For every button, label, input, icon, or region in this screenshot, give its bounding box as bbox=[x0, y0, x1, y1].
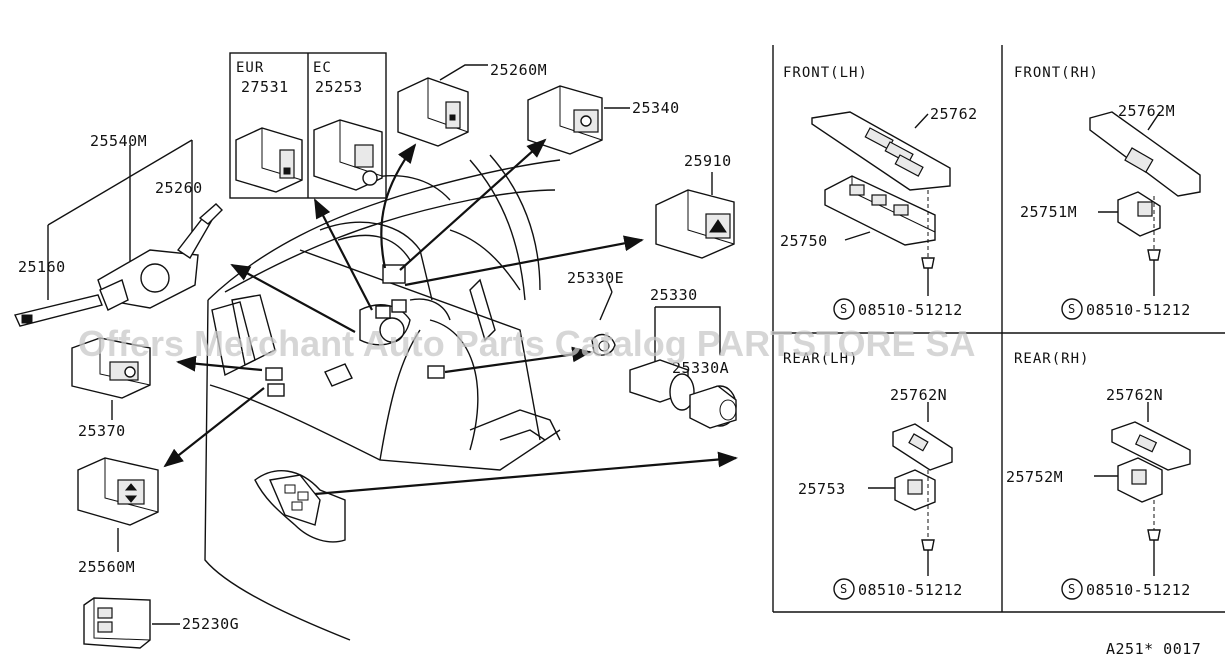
part-rl-screw-label: 08510-51212 bbox=[858, 581, 963, 599]
part-25762-label: 25762 bbox=[930, 105, 978, 123]
part-fl-screw-label: 08510-51212 bbox=[858, 301, 963, 319]
screw-symbol-rr: S bbox=[1068, 582, 1075, 596]
switch-25910: 25910 bbox=[655, 152, 735, 259]
panel-front-rh-title: FRONT(RH) bbox=[1014, 65, 1099, 81]
panel-rear-lh-title: REAR(LH) bbox=[783, 351, 858, 367]
part-25910-label: 25910 bbox=[684, 152, 732, 170]
front-rh-assembly: 25762M 25751M S 08510-51212 bbox=[1020, 102, 1201, 320]
part-25340-label: 25340 bbox=[632, 99, 680, 117]
rear-lh-assembly: 25762N 25753 S 08510-51212 bbox=[798, 386, 963, 600]
relay-25230g: 25230G bbox=[83, 597, 239, 649]
part-27531-label: 27531 bbox=[241, 78, 289, 96]
inset-ec-label: EC bbox=[313, 60, 332, 76]
part-25762n-rr-label: 25762N bbox=[1106, 386, 1163, 404]
part-25370-label: 25370 bbox=[78, 422, 126, 440]
inset-eur-ec: EUR EC 27531 25253 bbox=[229, 52, 387, 199]
part-25160-label: 25160 bbox=[18, 258, 66, 276]
part-25752m-label: 25752M bbox=[1006, 468, 1063, 486]
panel-front-lh-title: FRONT(LH) bbox=[783, 65, 868, 81]
inset-eur-label: EUR bbox=[236, 60, 264, 76]
screw-symbol-fr: S bbox=[1068, 302, 1075, 316]
front-lh-assembly: 25762 25750 S 08510-51212 bbox=[780, 105, 978, 320]
part-25540m-label: 25540M bbox=[90, 132, 147, 150]
part-25230g-label: 25230G bbox=[182, 615, 239, 633]
part-25330-label: 25330 bbox=[650, 286, 698, 304]
part-25750-label: 25750 bbox=[780, 232, 828, 250]
switch-25260m: 25260M bbox=[397, 61, 547, 147]
part-25762m-label: 25762M bbox=[1118, 102, 1175, 120]
part-rr-screw-label: 08510-51212 bbox=[1086, 581, 1191, 599]
part-25253-label: 25253 bbox=[315, 78, 363, 96]
switch-25340: 25340 bbox=[527, 85, 680, 155]
watermark-text: Offers Merchant Auto Parts Catalog PARTS… bbox=[78, 323, 975, 364]
part-25753-label: 25753 bbox=[798, 480, 846, 498]
screw-symbol-rl: S bbox=[840, 582, 847, 596]
rear-rh-assembly: 25762N 25752M S 08510-51212 bbox=[1006, 386, 1191, 600]
part-25330e-label: 25330E bbox=[567, 269, 624, 287]
sheet-code: A251* 0017 bbox=[1106, 640, 1201, 658]
part-25330a-label: 25330A bbox=[672, 359, 729, 377]
leader-arrows bbox=[163, 138, 738, 496]
cigarette-lighter: 25330E 25330 25330A bbox=[567, 269, 737, 429]
combination-switch: 25540M 25260 25160 bbox=[14, 132, 223, 327]
window-switch-panels: FRONT(LH) FRONT(RH) REAR(LH) REAR(RH) 25… bbox=[772, 45, 1225, 613]
panel-rear-rh-title: REAR(RH) bbox=[1014, 351, 1089, 367]
part-25560m-label: 25560M bbox=[78, 558, 135, 576]
part-25762n-rl-label: 25762N bbox=[890, 386, 947, 404]
part-25260-label: 25260 bbox=[155, 179, 203, 197]
switch-25560m: 25560M bbox=[77, 457, 159, 576]
switch-25370: 25370 bbox=[71, 337, 151, 440]
part-25260m-label: 25260M bbox=[490, 61, 547, 79]
screw-symbol-fl: S bbox=[840, 302, 847, 316]
part-fr-screw-label: 08510-51212 bbox=[1086, 301, 1191, 319]
part-25751m-label: 25751M bbox=[1020, 203, 1077, 221]
